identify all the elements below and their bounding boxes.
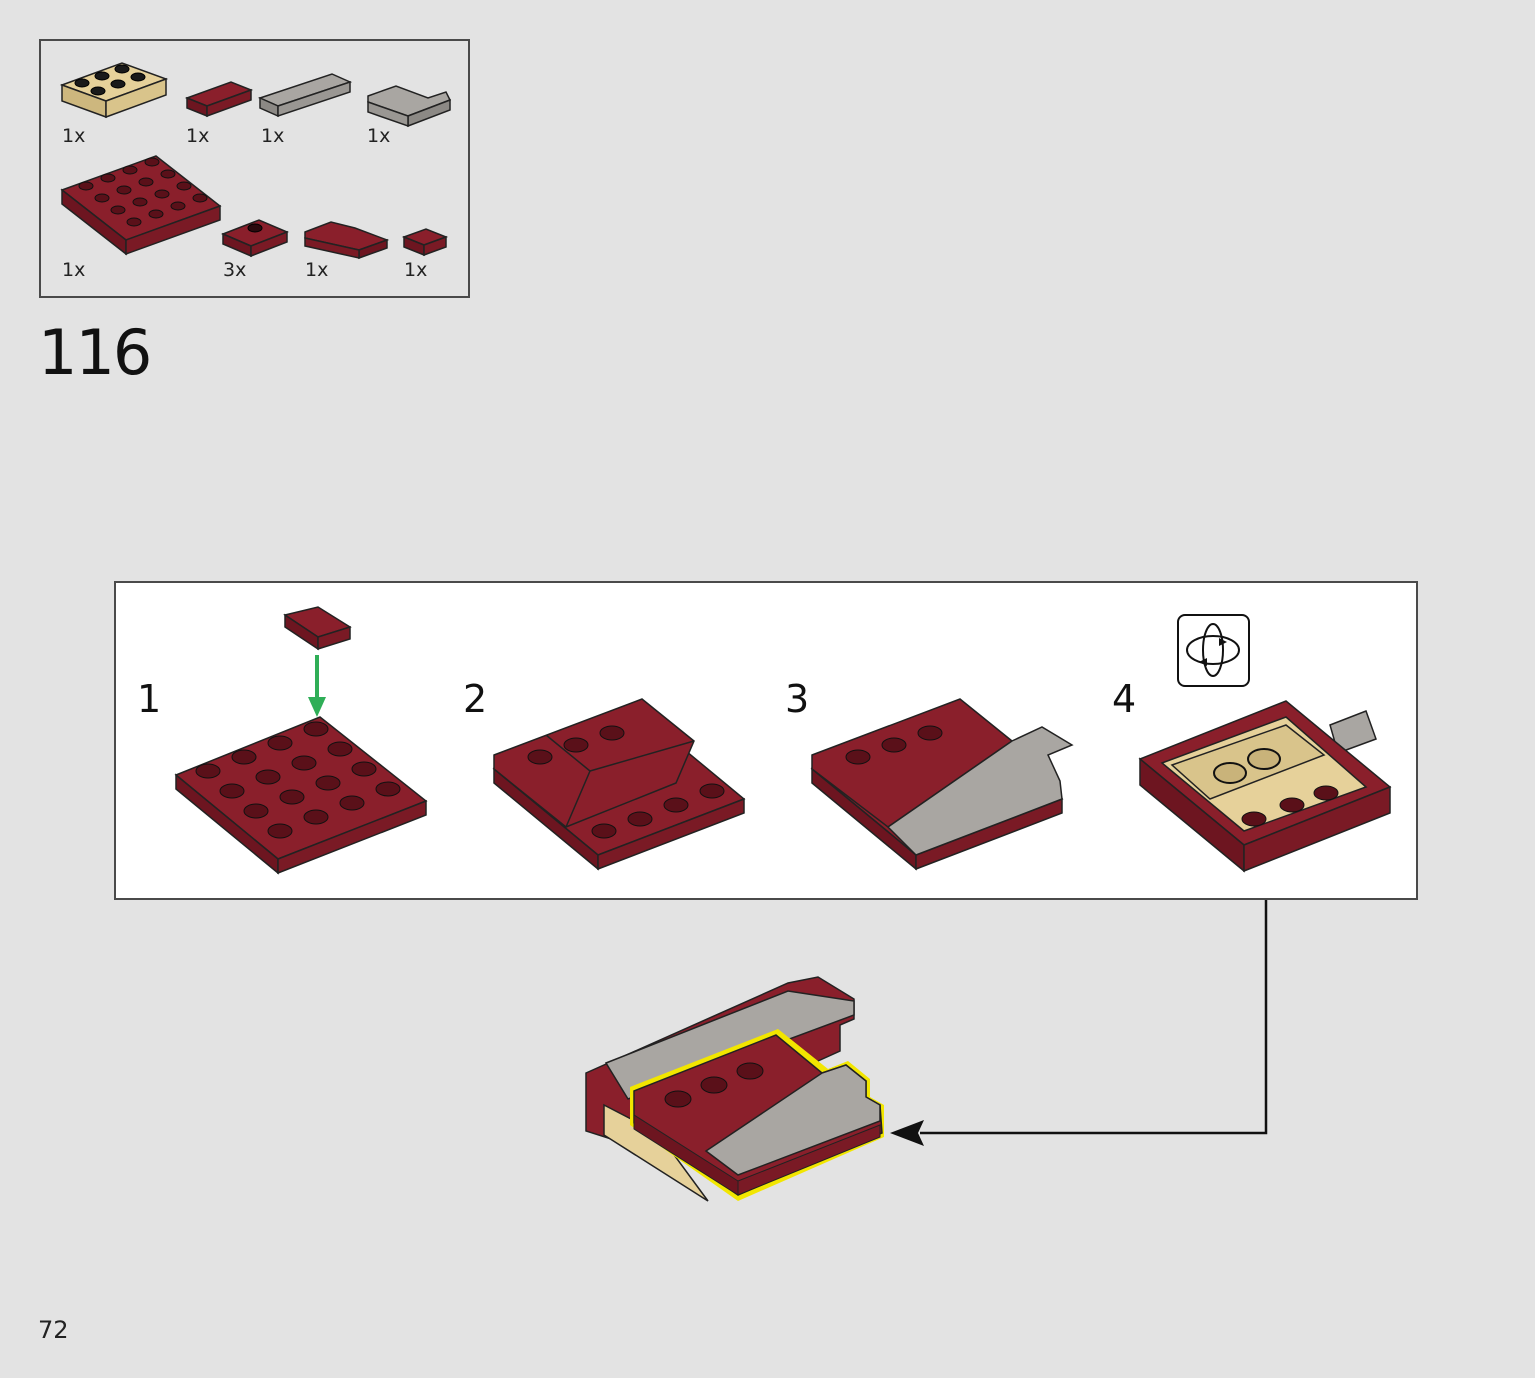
substep-2-assembly: [492, 698, 746, 871]
part-qty: 1x: [261, 125, 285, 147]
gray-corner-tile-icon: [367, 85, 452, 128]
dark-red-plate-4x4-icon: [60, 155, 222, 256]
part-qty: 3x: [223, 259, 247, 281]
substep-3-assembly: [810, 698, 1074, 871]
part-qty: 1x: [404, 259, 428, 281]
rotate-model-icon: [1177, 614, 1250, 687]
substep-number: 1: [137, 677, 162, 721]
dark-red-jumper-plate-icon: [221, 219, 289, 258]
part-qty: 1x: [62, 259, 86, 281]
step-number: 116: [38, 316, 152, 389]
callout-connector-arrow: [890, 900, 1268, 1146]
main-assembly-model: [585, 976, 884, 1202]
substep-1-assembly: [174, 606, 428, 875]
tan-plate-2x3-icon: [59, 62, 169, 119]
part-qty: 1x: [186, 125, 210, 147]
parts-list-box: [39, 39, 470, 298]
substep-number: 2: [463, 677, 488, 721]
gray-tile-1x4-icon: [257, 73, 353, 118]
dark-red-corner-tile-icon: [304, 221, 390, 260]
dark-red-tile-1x1-icon: [401, 228, 449, 257]
part-qty: 1x: [62, 125, 86, 147]
page-number: 72: [38, 1316, 69, 1344]
substep-4-assembly: [1138, 700, 1392, 873]
substep-number: 4: [1112, 677, 1137, 721]
part-qty: 1x: [367, 125, 391, 147]
part-qty: 1x: [305, 259, 329, 281]
dark-red-tile-1x2-icon: [184, 81, 254, 118]
substep-number: 3: [785, 677, 810, 721]
